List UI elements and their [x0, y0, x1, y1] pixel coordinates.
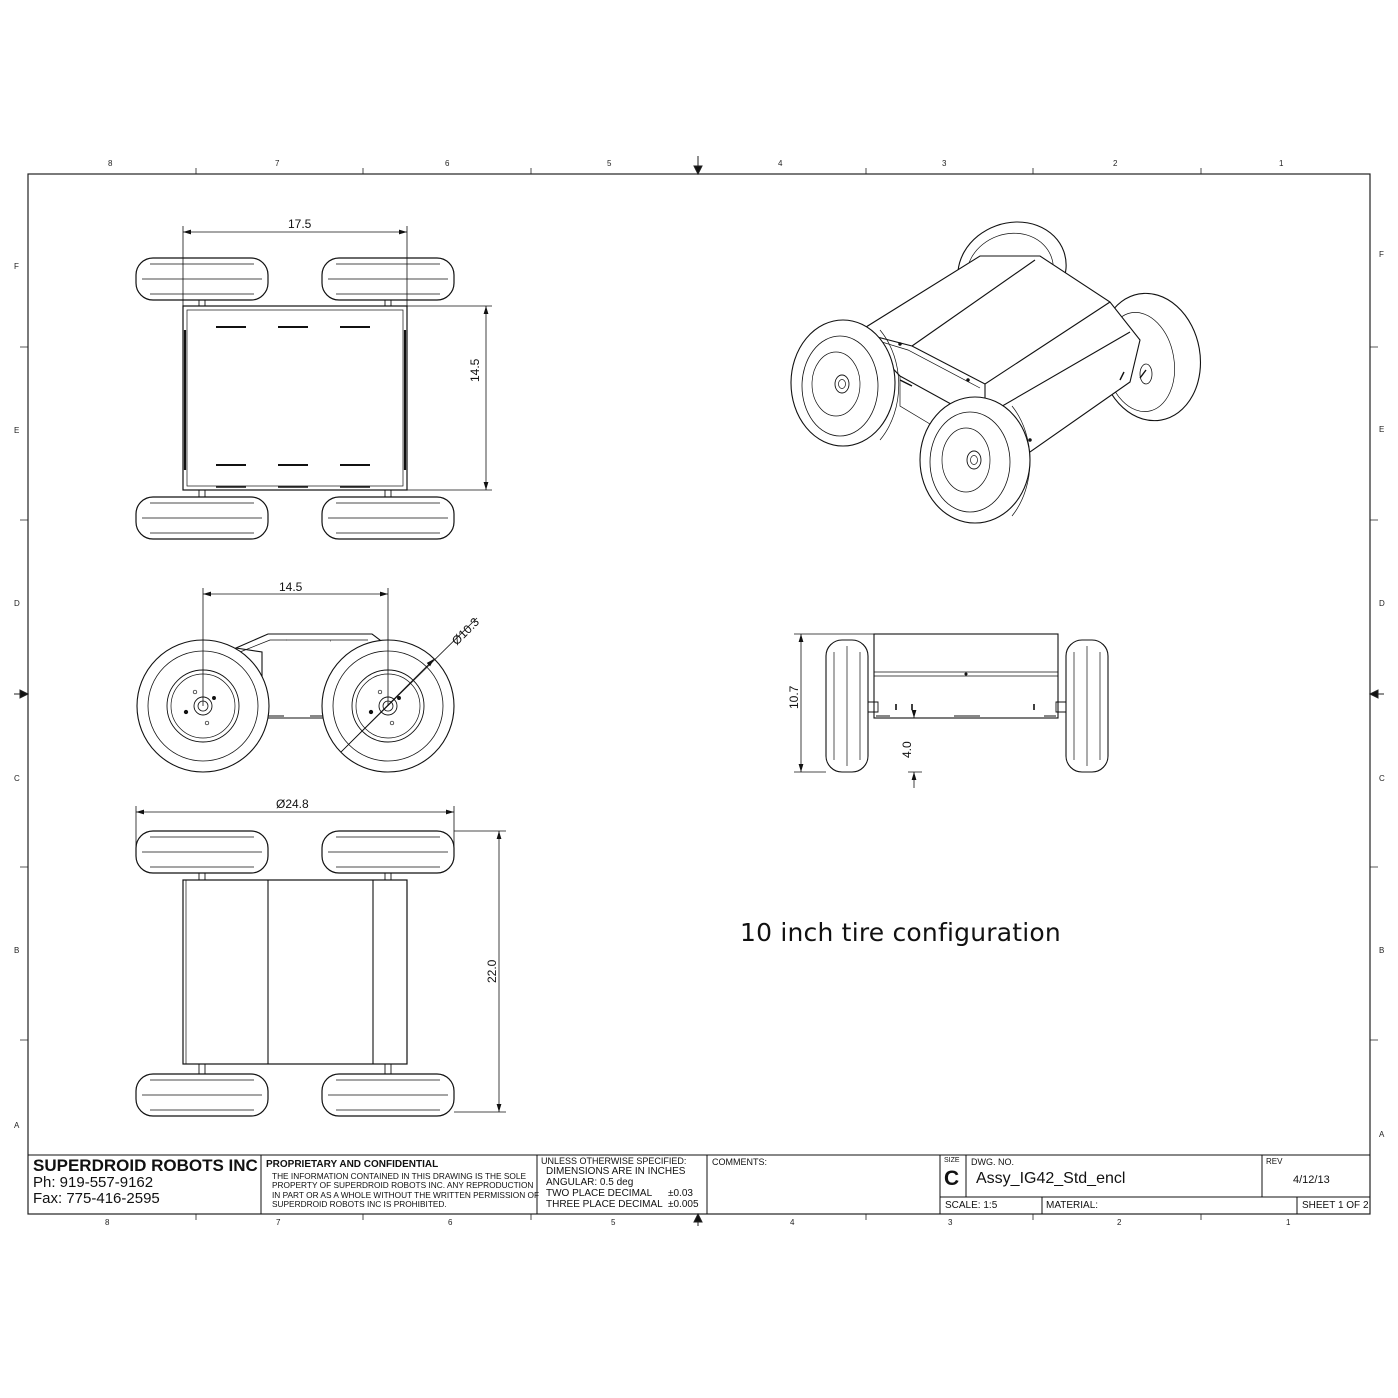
- dim-top-height: 14.5: [468, 358, 482, 382]
- dim-overall-width: Ø24.8: [276, 797, 309, 811]
- chassis-top: [182, 305, 408, 491]
- zone-col-3-bottom: 3: [948, 1218, 953, 1227]
- zone-col-8-bottom: 8: [105, 1218, 110, 1227]
- dim-overall-length: 22.0: [485, 959, 499, 983]
- zone-col-7-bottom: 7: [276, 1218, 281, 1227]
- bottom-view: [135, 830, 455, 1117]
- top-view-dimensions: [182, 226, 492, 491]
- zone-col-2-bottom: 2: [1117, 1218, 1122, 1227]
- company-phone: Ph: 919-557-9162: [33, 1174, 154, 1191]
- zone-row-c-right: C: [1379, 774, 1385, 783]
- front-view: [825, 633, 1109, 773]
- iso-wheel-front-right: [919, 396, 1031, 524]
- wheel-bottom-left: [135, 496, 269, 540]
- zone-row-d-right: D: [1379, 599, 1385, 608]
- top-view: [135, 257, 455, 540]
- dwg-no-label: DWG. NO.: [971, 1157, 1014, 1167]
- wheel-bottom-right: [321, 496, 455, 540]
- size-value: C: [944, 1167, 960, 1190]
- scale: SCALE: 1:5: [945, 1200, 998, 1211]
- material: MATERIAL:: [1046, 1200, 1099, 1211]
- side-view-dimensions: [202, 588, 478, 753]
- proprietary-line: PROPERTY OF SUPERDROID ROBOTS INC. ANY R…: [272, 1180, 534, 1191]
- front-wheel-left: [825, 639, 869, 773]
- proprietary-line: SUPERDROID ROBOTS INC IS PROHIBITED.: [272, 1199, 447, 1210]
- zone-col-8-top: 8: [108, 159, 113, 168]
- spec-line: THREE PLACE DECIMAL: [546, 1199, 663, 1210]
- comments-label: COMMENTS:: [712, 1157, 767, 1167]
- zone-col-5-top: 5: [607, 159, 612, 168]
- zone-row-e-right: E: [1379, 425, 1385, 434]
- spec-line: TWO PLACE DECIMAL: [546, 1188, 653, 1199]
- zone-col-3-top: 3: [942, 159, 947, 168]
- size-label: SIZE: [944, 1157, 960, 1164]
- zone-col-4-bottom: 4: [790, 1218, 795, 1227]
- zone-row-a-left: A: [14, 1121, 20, 1130]
- zone-row-b-left: B: [14, 946, 20, 955]
- drawing-frame: [14, 156, 1384, 1226]
- proprietary-line: THE INFORMATION CONTAINED IN THIS DRAWIN…: [272, 1171, 526, 1181]
- spec-header: UNLESS OTHERWISE SPECIFIED:: [541, 1156, 687, 1166]
- zone-col-6-top: 6: [445, 159, 450, 168]
- spec-line: DIMENSIONS ARE IN INCHES: [546, 1166, 686, 1177]
- zone-col-5-bottom: 5: [611, 1218, 616, 1227]
- zone-row-b-right: B: [1379, 946, 1385, 955]
- spec-line: ANGULAR: 0.5 deg: [546, 1177, 634, 1188]
- zone-col-1-bottom: 1: [1286, 1218, 1291, 1227]
- zone-col-4-top: 4: [778, 159, 783, 168]
- bottom-wheel-1: [135, 830, 269, 874]
- spec-tolerances: ±0.03 ±0.005: [668, 1188, 699, 1210]
- zone-row-e-left: E: [14, 426, 20, 435]
- bottom-wheel-3: [135, 1073, 269, 1117]
- zone-col-6-bottom: 6: [448, 1218, 453, 1227]
- iso-wheel-front-left: [790, 319, 900, 447]
- rev-label: REV: [1266, 1157, 1283, 1166]
- dim-side-width: 14.5: [279, 580, 303, 594]
- zone-col-7-top: 7: [275, 159, 280, 168]
- zone-row-d-left: D: [14, 599, 20, 608]
- tolerance-three-place: ±0.005: [668, 1199, 699, 1210]
- zone-col-2-top: 2: [1113, 159, 1118, 168]
- title-block: [28, 1154, 1370, 1214]
- isometric-view: [790, 221, 1202, 524]
- dim-top-width: 17.5: [288, 217, 312, 231]
- company-fax: Fax: 775-416-2595: [33, 1190, 160, 1207]
- front-view-dimensions: [794, 633, 922, 788]
- zone-row-a-right: A: [1379, 1130, 1385, 1139]
- drawing-date: 4/12/13: [1293, 1174, 1330, 1186]
- company-name: SUPERDROID ROBOTS INC: [33, 1156, 258, 1175]
- zone-row-f-left: F: [14, 262, 19, 271]
- tolerance-two-place: ±0.03: [668, 1188, 693, 1199]
- dwg-no-value: Assy_IG42_Std_encl: [976, 1170, 1126, 1187]
- proprietary-title: PROPRIETARY AND CONFIDENTIAL: [266, 1159, 439, 1170]
- zone-row-f-right: F: [1379, 250, 1384, 259]
- proprietary-text: THE INFORMATION CONTAINED IN THIS DRAWIN…: [272, 1171, 540, 1210]
- proprietary-line: IN PART OR AS A WHOLE WITHOUT THE WRITTE…: [272, 1189, 540, 1200]
- side-view: [136, 633, 455, 773]
- wheel-top-left: [135, 257, 269, 301]
- dim-ground-clearance: 4.0: [900, 741, 914, 758]
- chassis-bottom: [182, 879, 408, 1065]
- bottom-wheel-2: [321, 830, 455, 874]
- bottom-wheel-4: [321, 1073, 455, 1117]
- spec-lines: DIMENSIONS ARE IN INCHES ANGULAR: 0.5 de…: [546, 1166, 685, 1210]
- front-wheel-right: [1065, 639, 1109, 773]
- dim-front-height: 10.7: [787, 685, 801, 709]
- wheel-top-right: [321, 257, 455, 301]
- zone-row-c-left: C: [14, 774, 20, 783]
- sheet-number: SHEET 1 OF 2: [1302, 1200, 1369, 1211]
- configuration-caption: 10 inch tire configuration: [740, 918, 1061, 947]
- bottom-view-dimensions: [135, 806, 506, 1113]
- zone-col-1-top: 1: [1279, 159, 1284, 168]
